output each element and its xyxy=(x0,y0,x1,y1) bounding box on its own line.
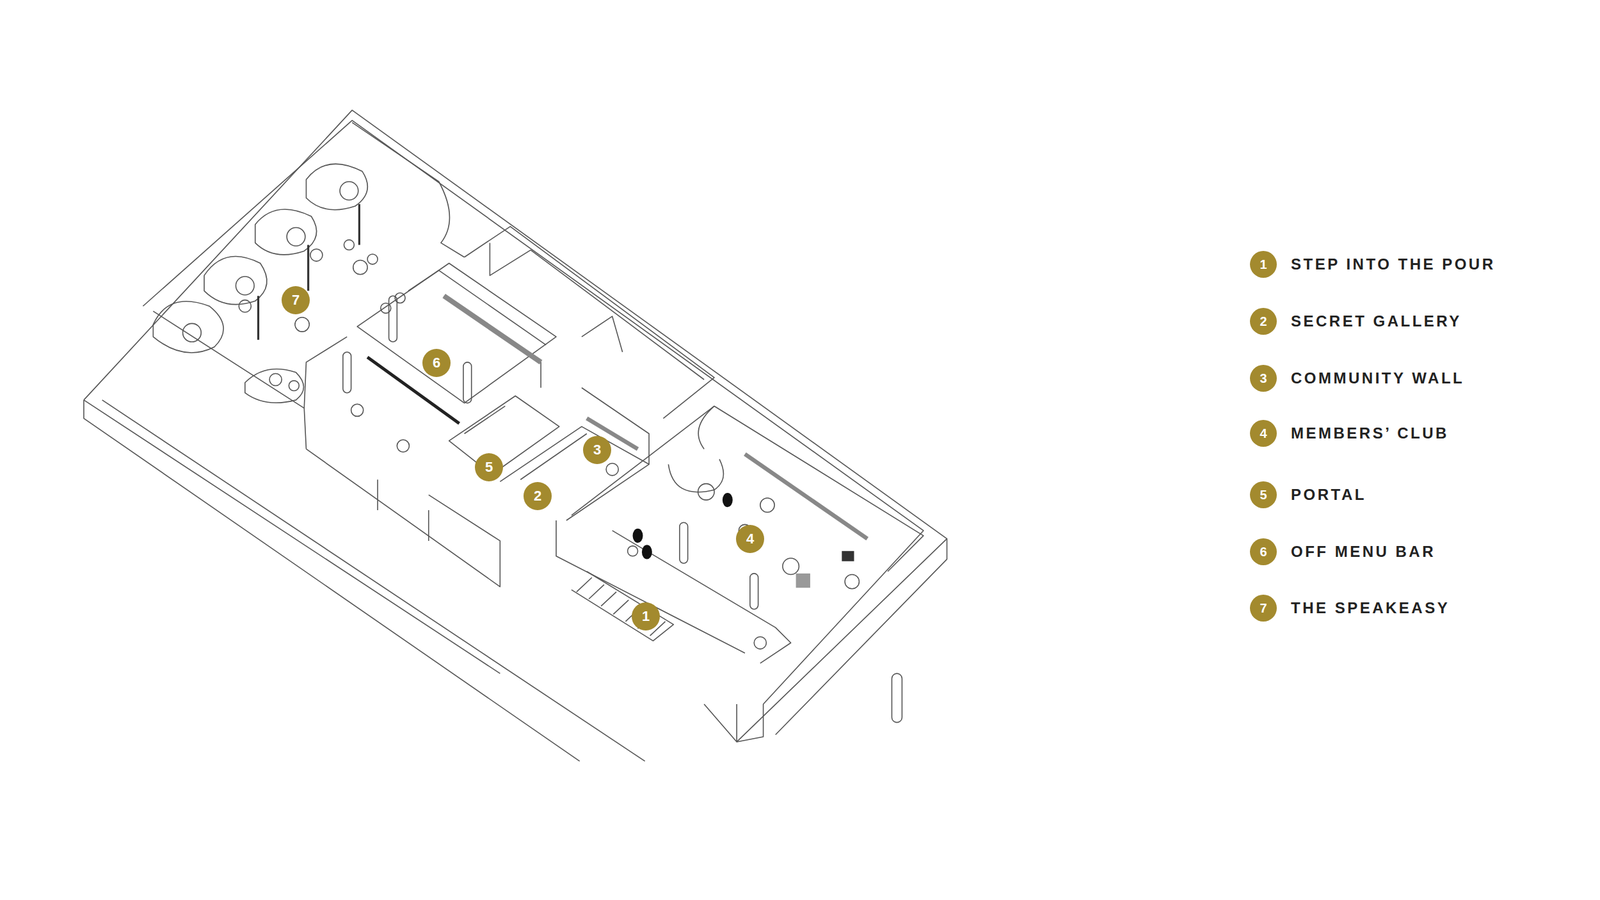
legend-swatch: 3 xyxy=(1249,364,1277,392)
legend-swatch: 4 xyxy=(1249,419,1277,447)
legend-text: OFF MENU BAR xyxy=(1290,538,1436,566)
callout-number: 2 xyxy=(523,481,552,511)
legend-swatch: 2 xyxy=(1249,307,1277,335)
callout-number: 4 xyxy=(736,524,765,553)
callout-number: 7 xyxy=(281,286,310,315)
legend-text: SECRET GALLERY xyxy=(1290,307,1462,335)
legend-number: 5 xyxy=(1259,487,1267,502)
legend-text: STEP INTO THE POUR xyxy=(1290,250,1496,278)
legend-text: COMMUNITY WALL xyxy=(1290,364,1465,392)
callout-number: 3 xyxy=(583,435,612,464)
callout-number: 1 xyxy=(631,602,660,631)
legend-swatch: 6 xyxy=(1249,538,1277,566)
legend-text: THE SPEAKEASY xyxy=(1290,594,1450,622)
legend-text: PORTAL xyxy=(1290,481,1367,509)
callout-number: 5 xyxy=(474,453,504,482)
callout-number: 6 xyxy=(422,348,451,377)
legend-number: 1 xyxy=(1259,257,1267,272)
legend-number: 2 xyxy=(1259,314,1267,329)
legend-text: MEMBERS’ CLUB xyxy=(1290,419,1449,447)
legend-swatch: 7 xyxy=(1249,594,1277,622)
legend-number: 7 xyxy=(1259,600,1267,616)
legend-swatch: 5 xyxy=(1249,481,1277,509)
legend-number: 3 xyxy=(1259,371,1267,386)
legend-swatch: 1 xyxy=(1249,250,1277,278)
legend-number: 6 xyxy=(1259,544,1267,559)
legend-number: 4 xyxy=(1259,426,1267,441)
